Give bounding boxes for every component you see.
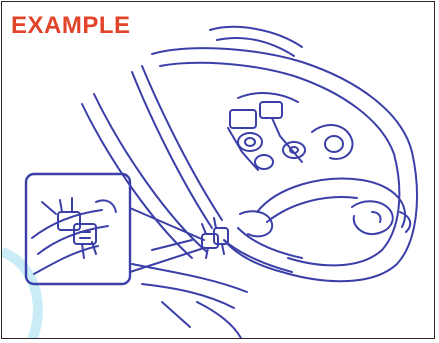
- illustration-frame: EXAMPLE: [1, 1, 435, 339]
- watermark-arc: [2, 252, 38, 339]
- child-seat-installation-illustration: [2, 2, 435, 339]
- line-art: [26, 27, 417, 339]
